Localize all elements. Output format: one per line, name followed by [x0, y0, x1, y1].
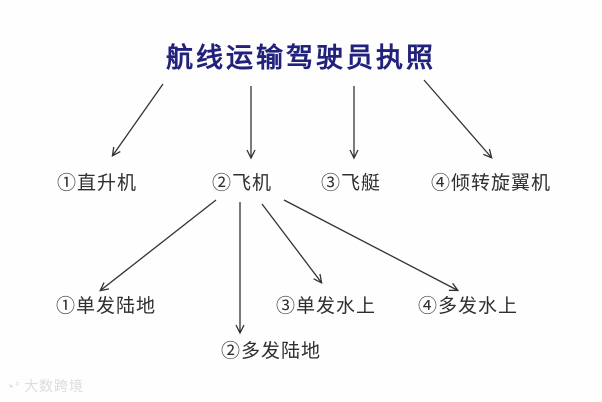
node-multi-engine-sea: ④多发水上	[418, 296, 519, 317]
arrow-title-to-helicopter	[111, 83, 164, 158]
node-helicopter: ①直升机	[57, 173, 138, 194]
arrow-airplane-to-single-engine-sea	[261, 203, 323, 284]
watermark-text: 大数跨境	[24, 378, 85, 394]
node-airplane: ②飞机	[212, 173, 273, 194]
watermark: ◔° 大数跨境	[6, 376, 84, 396]
node-single-engine-sea: ③单发水上	[276, 296, 377, 317]
arrow-title-to-tiltrotor	[423, 79, 493, 159]
diagram-title: 航线运输驾驶员执照	[166, 43, 436, 73]
arrow-airplane-to-single-engine-land	[99, 199, 217, 292]
node-tiltrotor: ④倾转旋翼机	[431, 173, 552, 194]
watermark-logo-icon: ◔°	[6, 378, 22, 394]
arrow-airplane-to-multi-engine-sea	[283, 199, 460, 292]
node-single-engine-land: ①单发陆地	[56, 296, 157, 317]
node-multi-engine-land: ②多发陆地	[221, 341, 322, 362]
node-airship: ③飞艇	[321, 173, 382, 194]
